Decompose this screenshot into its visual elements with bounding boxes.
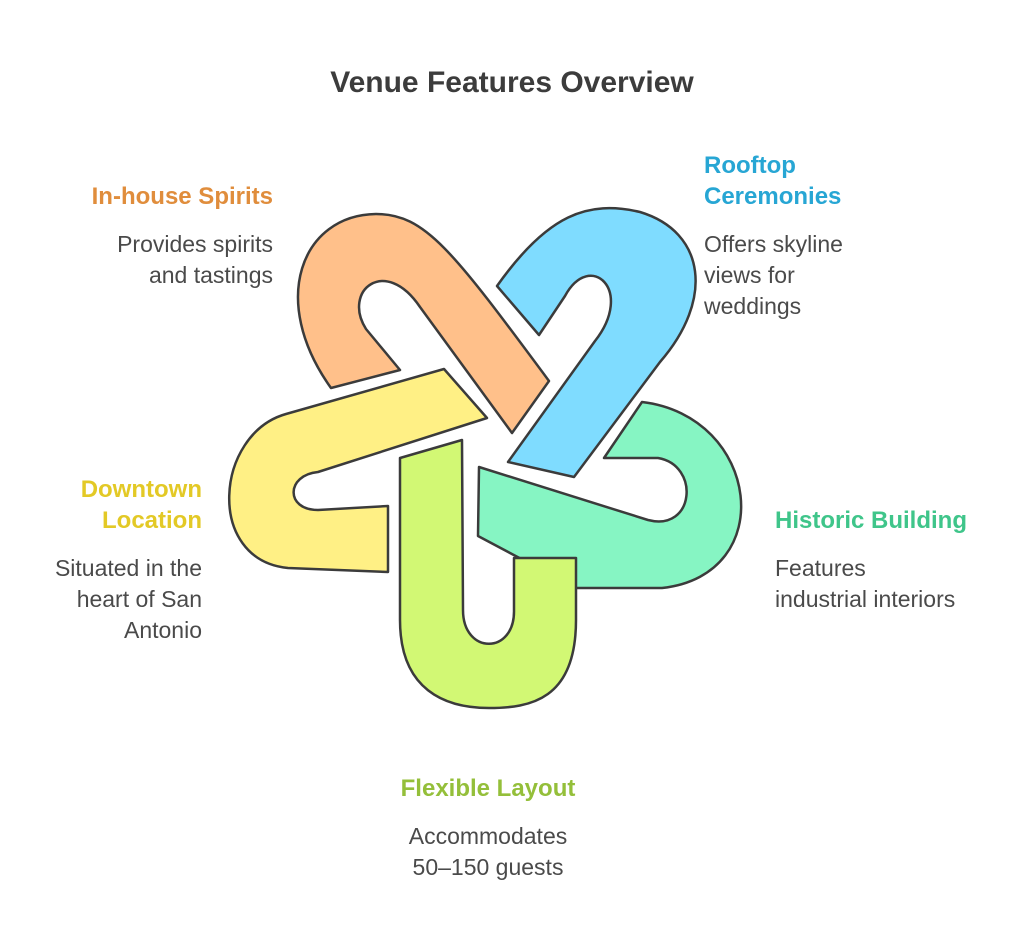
feature-downtown-desc-line: heart of San: [76, 586, 202, 612]
feature-spirits-desc-line: and tastings: [148, 262, 273, 288]
feature-flexible-desc-line: Accommodates: [408, 823, 568, 849]
feature-flexible-desc-line: 50–150 guests: [412, 854, 564, 880]
feature-flexible-desc: Accommodates 50–150 guests: [338, 821, 638, 883]
band-rooftop: [495, 206, 697, 479]
feature-historic-title: Historic Building: [775, 507, 967, 534]
band-downtown: [228, 367, 489, 574]
feature-rooftop-desc-line: Offers skyline: [704, 231, 843, 257]
feature-rooftop-title-line: Rooftop: [704, 152, 796, 179]
feature-historic-label: Historic Building: [775, 505, 1015, 536]
feature-spirits-label: In-house Spirits: [30, 181, 273, 212]
feature-flexible-title: Flexible Layout: [400, 775, 576, 802]
feature-downtown-title-line: Downtown: [80, 476, 202, 503]
feature-historic-desc: Features industrial interiors: [775, 553, 1015, 615]
feature-downtown-title-line: Location: [102, 507, 202, 534]
feature-downtown-desc-line: Situated in the: [54, 555, 202, 581]
feature-spirits-desc: Provides spirits and tastings: [30, 229, 273, 291]
feature-flexible-label: Flexible Layout: [338, 773, 638, 804]
feature-spirits-desc-line: Provides spirits: [117, 231, 273, 257]
feature-downtown-desc-line: Antonio: [123, 617, 202, 643]
feature-spirits-title: In-house Spirits: [91, 183, 273, 210]
page-title: Venue Features Overview: [330, 66, 694, 99]
feature-rooftop-desc-line: views for: [704, 262, 795, 288]
band-spirits: [296, 212, 551, 435]
feature-rooftop-label: Rooftop Ceremonies: [704, 150, 964, 212]
feature-downtown-desc: Situated in the heart of San Antonio: [20, 553, 202, 646]
feature-rooftop-desc-line: weddings: [704, 293, 802, 319]
band-flexible: [398, 438, 578, 710]
feature-rooftop-desc: Offers skyline views for weddings: [704, 229, 964, 322]
feature-rooftop-title-line: Ceremonies: [704, 183, 842, 210]
feature-historic-desc-line: Features: [775, 555, 866, 581]
feature-downtown-label: Downtown Location: [20, 474, 202, 536]
feature-historic-desc-line: industrial interiors: [775, 586, 956, 612]
band-historic: [476, 400, 743, 590]
